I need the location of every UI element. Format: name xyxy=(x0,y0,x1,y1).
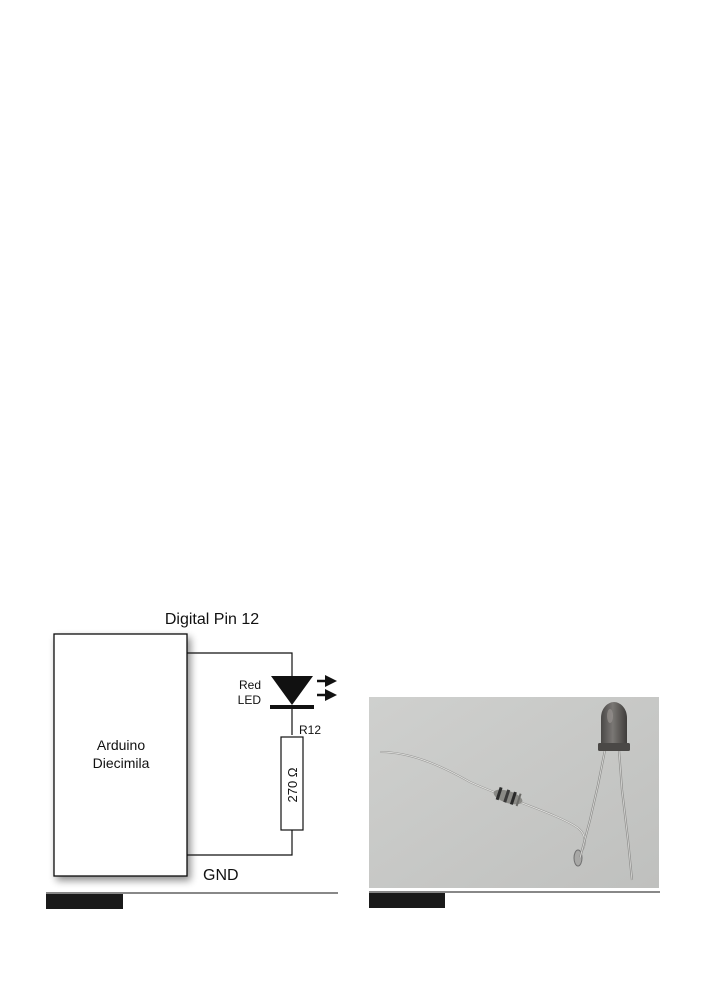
wire-gnd xyxy=(187,830,293,856)
led-cathode-bar xyxy=(270,705,314,709)
resistor-value: 270 Ω xyxy=(285,767,300,802)
photo-figure xyxy=(369,697,660,908)
resistor-id: R12 xyxy=(299,723,321,737)
board-label-line1: Arduino xyxy=(97,737,145,753)
schematic-figure: Digital Pin 12 Arduino Diecimila Red LED… xyxy=(46,611,338,909)
wire-pin12 xyxy=(187,652,293,676)
board-label-line2: Diecimila xyxy=(93,755,150,771)
figure1-caption-bar xyxy=(46,894,123,909)
resistor-photo xyxy=(493,786,523,807)
pin-label: Digital Pin 12 xyxy=(165,611,259,628)
led-emission-arrows xyxy=(317,675,337,701)
resistor-body xyxy=(280,736,304,831)
gnd-label: GND xyxy=(203,867,239,884)
figure2-caption-bar xyxy=(369,893,445,908)
led-diode-symbol xyxy=(271,676,313,705)
led-label-line1: Red xyxy=(239,678,261,692)
led-label-line2: LED xyxy=(238,693,262,707)
led-photo xyxy=(598,702,630,751)
arduino-board xyxy=(53,633,188,877)
